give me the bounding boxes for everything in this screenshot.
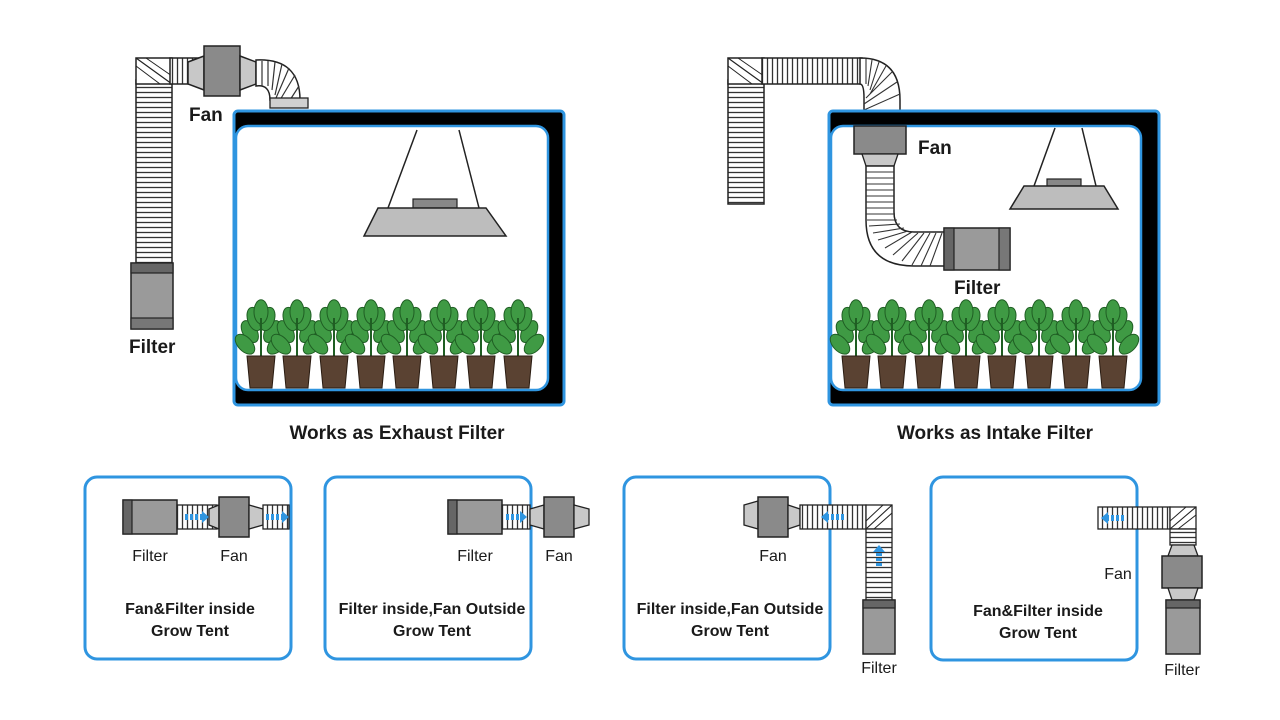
duct-elbow-icon [727, 57, 765, 85]
airflow-arrow-icon [185, 511, 289, 523]
plant-icon [344, 299, 398, 389]
plant-icon [491, 299, 545, 389]
fan-icon [187, 45, 257, 97]
setup-3-fan-label: Fan [759, 548, 787, 565]
fan-icon [853, 125, 907, 167]
fan-icon [208, 496, 264, 538]
duct-elbow-icon [135, 57, 173, 85]
setup-4-filter-label: Filter [1164, 662, 1200, 679]
exhaust-setup: Fan Filter [129, 45, 566, 407]
setup-1-caption-line1: Fan&Filter inside [125, 601, 255, 618]
plant-icon [902, 299, 956, 389]
setup-2-caption-line2: Grow Tent [393, 623, 472, 640]
filter-icon [862, 599, 896, 655]
setup-3-filter-label: Filter [861, 660, 897, 677]
fan-icon [1161, 544, 1203, 601]
setup-1-fan-label: Fan [220, 548, 248, 565]
grow-light-icon [1008, 127, 1120, 210]
setup-2-caption-line1: Filter inside,Fan Outside [339, 601, 526, 618]
exhaust-caption: Works as Exhaust Filter [289, 423, 505, 444]
airflow-arrow-icon [1101, 512, 1124, 524]
filter-icon [122, 499, 178, 535]
intake-caption: Works as Intake Filter [897, 423, 1094, 444]
intake-filter-label: Filter [954, 278, 1001, 299]
duct-icon [135, 79, 173, 266]
setup-2-fan-label: Fan [545, 548, 573, 565]
intake-fan-label: Fan [918, 138, 952, 159]
setup-4-caption-line2: Grow Tent [999, 625, 1078, 642]
duct-icon [727, 79, 765, 205]
setup-1-filter-label: Filter [132, 548, 168, 565]
intake-setup: Fan Filter [727, 57, 1161, 407]
fan-icon [743, 496, 801, 538]
setup-3-caption-line2: Grow Tent [691, 623, 770, 640]
filter-icon [447, 499, 503, 535]
filter-icon [130, 262, 174, 330]
duct-elbow-icon [865, 504, 893, 530]
setup-4-fan-label: Fan [1104, 566, 1132, 583]
setup-2-filter-label: Filter [457, 548, 493, 565]
setup-1-caption-line2: Grow Tent [151, 623, 230, 640]
setup-3-caption-line1: Filter inside,Fan Outside [637, 601, 824, 618]
exhaust-fan-label: Fan [189, 105, 223, 126]
fan-icon [529, 496, 590, 538]
setup-4-caption-line1: Fan&Filter inside [973, 603, 1103, 620]
filter-icon [943, 227, 1011, 271]
setup-card-3: Fan Filter Filter inside,Fan Outside Gro… [622, 475, 897, 677]
plant-icon [307, 299, 361, 389]
airflow-arrow-icon [506, 511, 527, 523]
duct-elbow-icon [1169, 506, 1197, 530]
airflow-arrow-icon [821, 511, 885, 566]
plant-row [234, 299, 545, 389]
filter-icon [1165, 599, 1201, 655]
plant-icon [1086, 299, 1140, 389]
plant-row [829, 299, 1140, 389]
grow-light-icon [362, 129, 508, 237]
setup-card-4: Fan Filter Fan&Filter inside Grow Tent [929, 475, 1203, 679]
setup-card-1: Filter Fan Fan&Filter inside Grow Tent [83, 475, 293, 661]
exhaust-filter-label: Filter [129, 337, 176, 358]
setup-card-2: Filter Fan Filter inside,Fan Outside Gro… [323, 475, 590, 661]
